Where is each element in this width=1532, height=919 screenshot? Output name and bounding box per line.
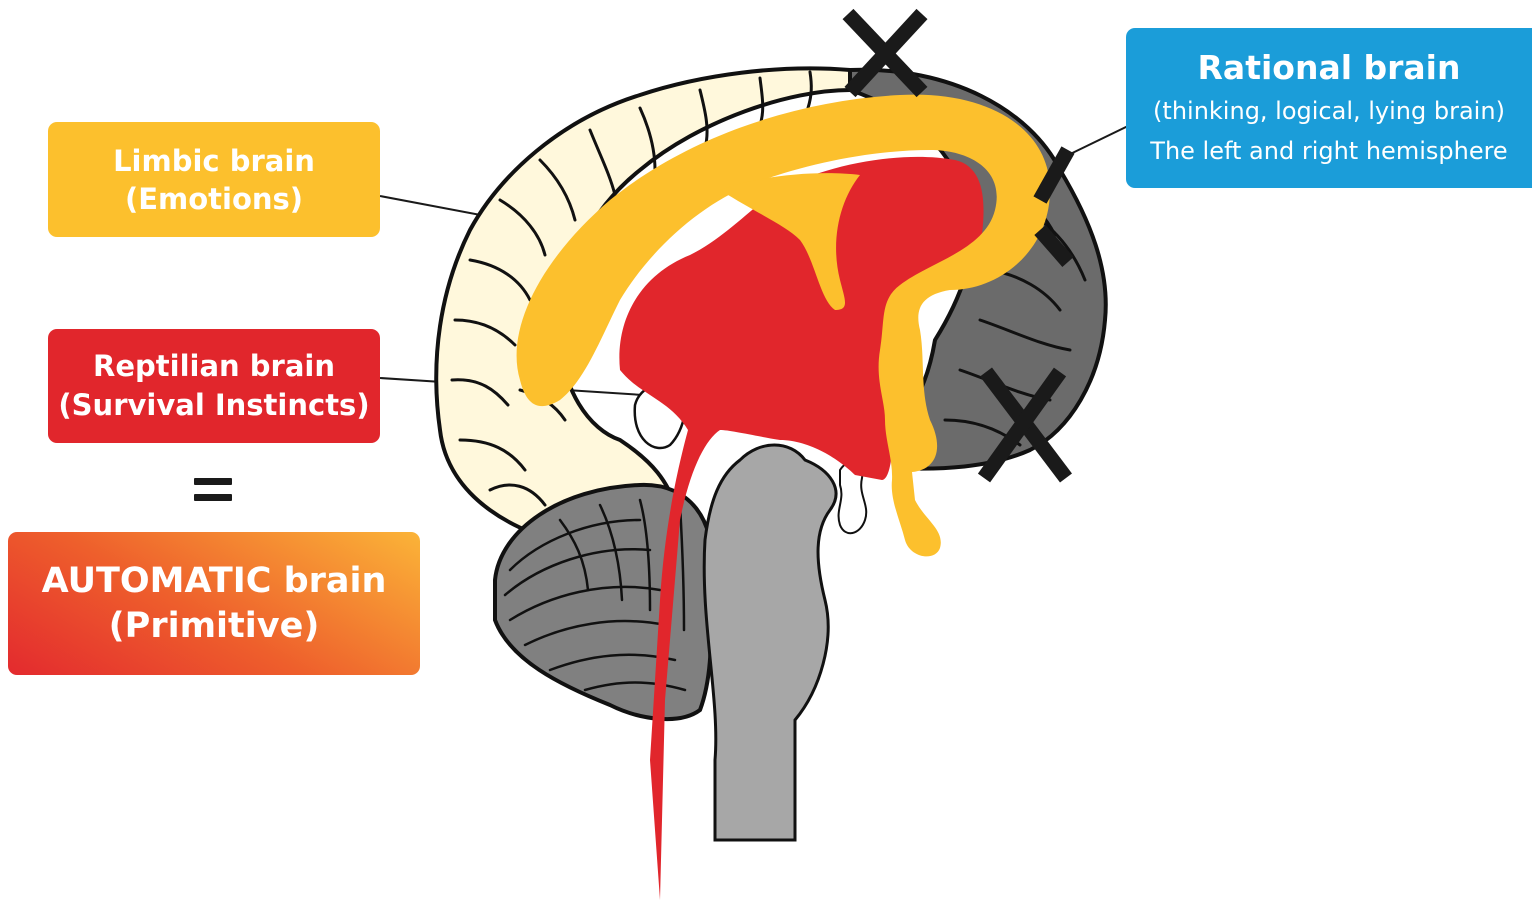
reptilian-brain-title: Reptilian brain	[93, 347, 335, 386]
rational-brain-label: Rational brain (thinking, logical, lying…	[1126, 28, 1532, 188]
reptilian-brain-label: Reptilian brain (Survival Instincts)	[48, 329, 380, 443]
automatic-brain-title: AUTOMATIC brain	[42, 559, 387, 604]
equals-sign	[190, 470, 238, 510]
automatic-brain-label: AUTOMATIC brain (Primitive)	[8, 532, 420, 675]
rational-brain-title: Rational brain	[1198, 45, 1461, 91]
limbic-brain-title: Limbic brain	[113, 142, 315, 180]
rational-brain-hemisphere: The left and right hemisphere	[1150, 131, 1507, 171]
rational-brain-description: (thinking, logical, lying brain)	[1153, 91, 1505, 131]
automatic-brain-subtitle: (Primitive)	[109, 604, 320, 649]
limbic-brain-subtitle: (Emotions)	[125, 180, 303, 218]
limbic-brain-label: Limbic brain (Emotions)	[48, 122, 380, 237]
reptilian-brain-subtitle: (Survival Instincts)	[58, 386, 369, 425]
brainstem	[704, 445, 836, 840]
